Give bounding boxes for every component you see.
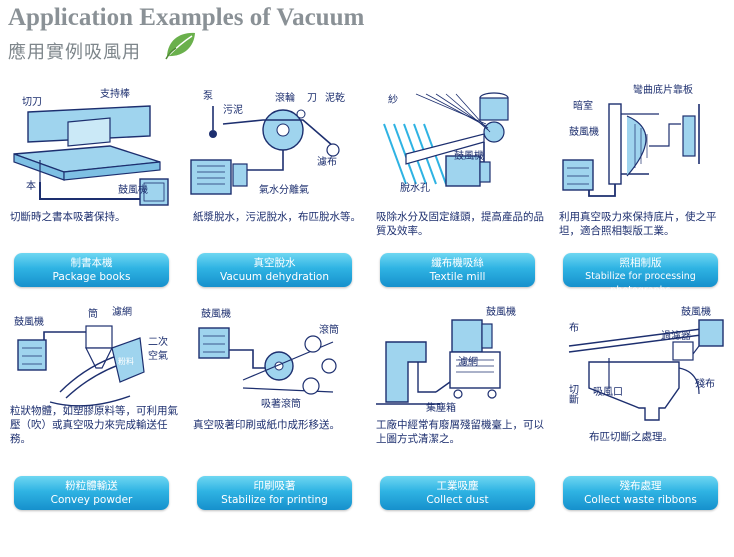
label-suction-mouth: 吸風口 bbox=[593, 387, 623, 398]
button-label-en: Collect waste ribbons bbox=[584, 494, 697, 506]
example-caption: 粒狀物體，如塑膠原料等，可利用氣壓（吹）或真空吸力來完成輸送任務。 bbox=[10, 405, 178, 445]
collect-dust-illustration: 鼓風機 濾網 集塵箱 bbox=[366, 302, 549, 432]
waste-ribbons-illustration: 布 鼓風機 過濾器 切斷 吸風口 殘布 bbox=[549, 302, 732, 432]
textile-mill-button[interactable]: 纖布機吸絲 Textile mill bbox=[380, 253, 535, 287]
label-yarn: 紗 bbox=[388, 95, 398, 106]
label-pump: 泵 bbox=[203, 91, 213, 102]
label-drum: 滾筒 bbox=[319, 325, 339, 336]
label-filter: 過濾器 bbox=[661, 331, 691, 342]
example-printing: 鼓風機 滾筒 吸著滾筒 真空吸著印刷或紙巾成形移送。 印刷吸著 Stabiliz… bbox=[183, 302, 366, 557]
printing-illustration: 鼓風機 滾筒 吸著滾筒 bbox=[183, 302, 366, 432]
textile-mill-illustration: 紗 鼓風機 脫水孔 bbox=[366, 84, 549, 214]
label-blower: 鼓風機 bbox=[569, 127, 599, 138]
example-photographs: 彎曲底片靠板 暗室 鼓風機 利用真空吸力來保持底片，使之平坦，適合照相製版工業。… bbox=[549, 84, 732, 339]
label-filter-cloth: 濾布 bbox=[317, 157, 337, 168]
label-roller: 滾輪 bbox=[275, 93, 295, 104]
button-label-zh: 纖布機吸絲 bbox=[431, 257, 484, 269]
label-secondary: 二次 bbox=[148, 337, 168, 348]
button-label-en: Package books bbox=[52, 271, 131, 283]
example-caption: 吸除水分及固定縫頭，提高產品的品質及效率。 bbox=[376, 211, 544, 237]
label-blower: 鼓風機 bbox=[14, 317, 44, 328]
button-label-zh: 工業吸塵 bbox=[436, 480, 479, 492]
package-books-illustration: 切刀 支持棒 本 鼓風機 bbox=[0, 84, 183, 214]
button-label-en: Convey powder bbox=[50, 494, 133, 506]
label-blower: 鼓風機 bbox=[201, 309, 231, 320]
convey-powder-button[interactable]: 粉粒體輸送 Convey powder bbox=[14, 476, 169, 510]
label-dust-box: 集塵箱 bbox=[426, 403, 456, 414]
label-dry-sludge: 泥乾 bbox=[325, 93, 345, 104]
example-caption: 工廠中經常有廢屑殘留機臺上，可以上圖方式清潔之。 bbox=[376, 419, 544, 445]
photographs-button[interactable]: 照相制版 Stabilize for processing photograph… bbox=[563, 253, 718, 296]
label-dewater-hole: 脫水孔 bbox=[400, 183, 430, 194]
button-label-zh: 照相制版 bbox=[619, 257, 662, 269]
button-label-zh: 真空脫水 bbox=[253, 257, 296, 269]
button-label-zh: 制書本機 bbox=[70, 257, 113, 269]
label-separator: 氣水分離氣 bbox=[259, 185, 309, 196]
waste-ribbons-button[interactable]: 殘布處理 Collect waste ribbons bbox=[563, 476, 718, 510]
label-powder: 粉料 bbox=[118, 357, 134, 366]
collect-dust-button[interactable]: 工業吸塵 Collect dust bbox=[380, 476, 535, 510]
label-blower: 鼓風機 bbox=[118, 185, 148, 196]
button-label-en: Collect dust bbox=[426, 494, 489, 506]
label-darkroom: 暗室 bbox=[573, 101, 593, 112]
label-blower: 鼓風機 bbox=[454, 151, 484, 162]
example-caption: 利用真空吸力來保持底片，使之平坦，適合照相製版工業。 bbox=[559, 211, 717, 237]
button-label-en: Textile mill bbox=[429, 271, 486, 283]
label-cloth: 布 bbox=[569, 323, 579, 334]
label-support-rod: 支持棒 bbox=[100, 89, 130, 100]
label-suction-drum: 吸著滾筒 bbox=[261, 399, 301, 410]
photographs-illustration: 彎曲底片靠板 暗室 鼓風機 bbox=[549, 84, 732, 214]
leaf-icon bbox=[165, 32, 195, 60]
example-caption: 布匹切斷之處理。 bbox=[589, 431, 673, 443]
convey-powder-illustration: 鼓風機 筒 濾網 二次 空氣 粉料 bbox=[0, 302, 183, 432]
example-convey-powder: 鼓風機 筒 濾網 二次 空氣 粉料 粒狀物體，如塑膠原料等，可利用氣壓（吹）或真… bbox=[0, 302, 183, 557]
label-filter: 濾網 bbox=[112, 307, 132, 318]
vacuum-dehydration-illustration: 泵 污泥 滾輪 刀 泥乾 濾布 氣水分離氣 bbox=[183, 84, 366, 214]
example-caption: 真空吸著印刷或紙巾成形移送。 bbox=[193, 419, 340, 431]
label-waste-cloth: 殘布 bbox=[695, 379, 715, 390]
vacuum-dehydration-button[interactable]: 真空脫水 Vacuum dehydration bbox=[197, 253, 352, 287]
example-vacuum-dehydration: 泵 污泥 滾輪 刀 泥乾 濾布 氣水分離氣 紙漿脫水，污泥脫水，布匹脫水等。 真… bbox=[183, 84, 366, 339]
example-caption: 紙漿脫水，污泥脫水，布匹脫水等。 bbox=[193, 211, 361, 223]
label-filter: 濾網 bbox=[458, 357, 478, 368]
example-caption: 切斷時之書本吸著保持。 bbox=[10, 211, 126, 223]
label-knife: 刀 bbox=[307, 93, 317, 104]
button-label-en: Stabilize for printing bbox=[221, 494, 328, 506]
example-package-books: 切刀 支持棒 本 鼓風機 切斷時之書本吸著保持。 制書本機 Package bo… bbox=[0, 84, 183, 339]
button-label-en: Stabilize for processing photographs bbox=[585, 271, 696, 296]
example-waste-ribbons: 布 鼓風機 過濾器 切斷 吸風口 殘布 布匹切斷之處理。 殘布處理 Collec… bbox=[549, 302, 732, 557]
printing-button[interactable]: 印刷吸著 Stabilize for printing bbox=[197, 476, 352, 510]
label-blower: 鼓風機 bbox=[486, 307, 516, 318]
label-book: 本 bbox=[26, 181, 36, 192]
label-cylinder: 筒 bbox=[88, 309, 98, 320]
label-air: 空氣 bbox=[148, 351, 168, 362]
button-label-zh: 粉粒體輸送 bbox=[65, 480, 118, 492]
label-sludge: 污泥 bbox=[223, 105, 243, 116]
button-label-zh: 印刷吸著 bbox=[253, 480, 296, 492]
label-film-board: 彎曲底片靠板 bbox=[633, 85, 693, 96]
package-books-button[interactable]: 制書本機 Package books bbox=[14, 253, 169, 287]
example-collect-dust: 鼓風機 濾網 集塵箱 工廠中經常有廢屑殘留機臺上，可以上圖方式清潔之。 工業吸塵… bbox=[366, 302, 549, 557]
page-subtitle: 應用實例吸風用 bbox=[8, 42, 141, 63]
label-blower: 鼓風機 bbox=[681, 307, 711, 318]
page-title: Application Examples of Vacuum bbox=[8, 4, 365, 31]
label-cut-1: 切斷 bbox=[569, 385, 579, 406]
button-label-zh: 殘布處理 bbox=[619, 480, 662, 492]
example-textile-mill: 紗 鼓風機 脫水孔 吸除水分及固定縫頭，提高產品的品質及效率。 纖布機吸絲 Te… bbox=[366, 84, 549, 339]
label-cutter: 切刀 bbox=[22, 97, 42, 108]
button-label-en: Vacuum dehydration bbox=[220, 271, 329, 283]
